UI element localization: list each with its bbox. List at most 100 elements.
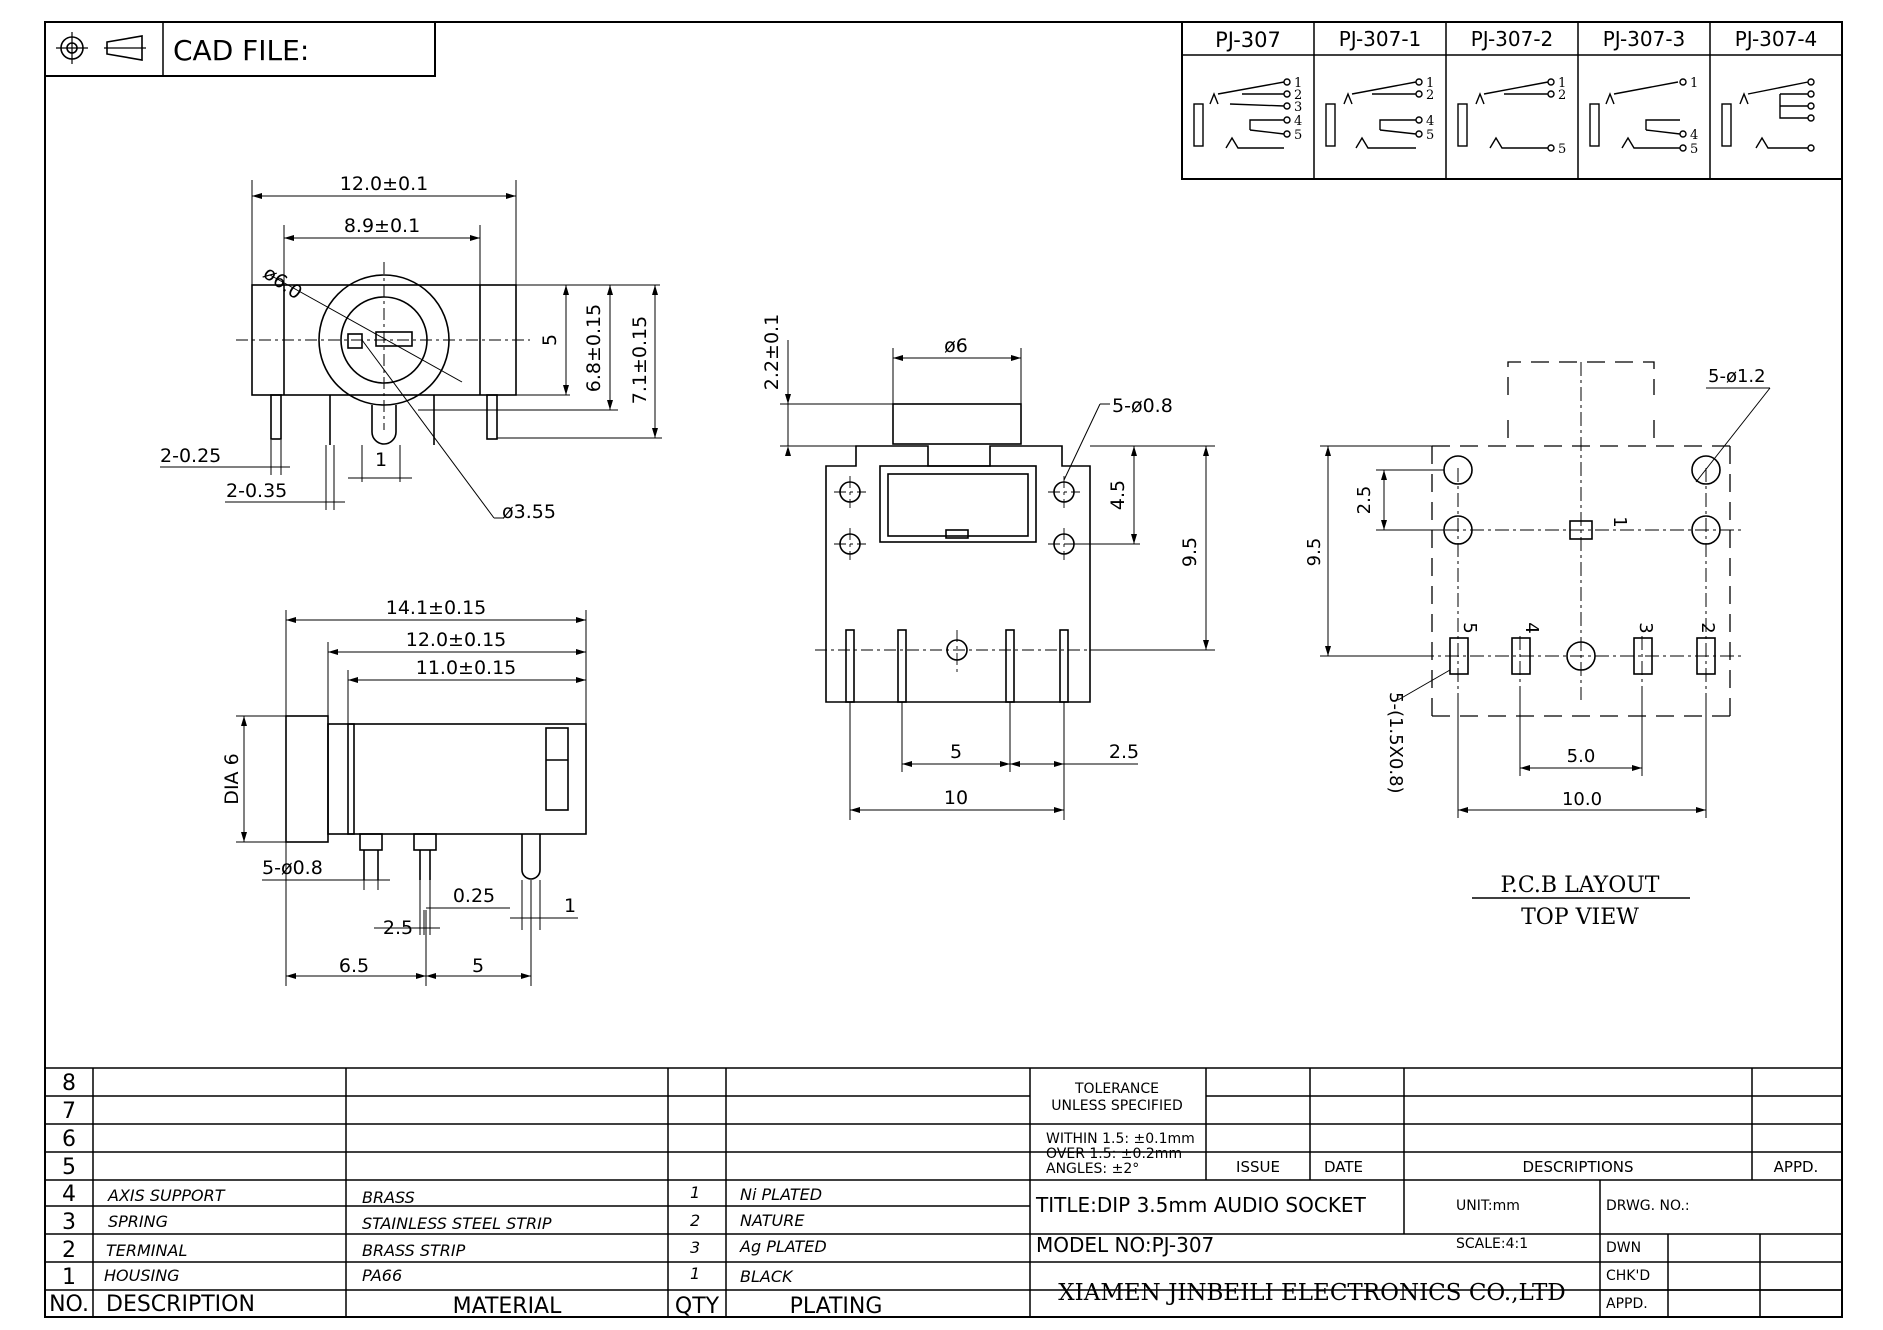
bom-material: STAINLESS STEEL STRIP: [362, 1214, 552, 1233]
pin-label: 5: [1426, 128, 1434, 143]
tolerance-subtitle: UNLESS SPECIFIED: [1051, 1098, 1182, 1114]
dim-pcb-2-5: 2.5: [1354, 486, 1375, 515]
pin-label: 2: [1426, 88, 1434, 103]
dim-2-5: 2.5: [383, 917, 413, 939]
dim-diameter-inner: ø3.55: [502, 501, 556, 523]
dim-height-7-1: 7.1±0.15: [629, 316, 651, 404]
bom-description: HOUSING: [104, 1266, 180, 1285]
tolerance-angles: ANGLES: ±2°: [1046, 1161, 1139, 1177]
date-header: DATE: [1324, 1158, 1363, 1176]
schematic-pj-307-3: [1589, 78, 1687, 152]
variant-header: PJ-307: [1215, 28, 1281, 52]
row-number: 2: [62, 1238, 76, 1263]
variant-header: PJ-307-4: [1735, 27, 1818, 51]
dim-pcb-slots: 5-(1.5X0.8): [1385, 692, 1406, 794]
bom-qty: 3: [690, 1238, 700, 1257]
bom-qty: 1: [690, 1264, 700, 1283]
dim-length-12-0: 12.0±0.15: [406, 629, 507, 651]
dim-pin-w-2: 2-0.35: [226, 480, 287, 502]
bom-plating: NATURE: [740, 1211, 805, 1230]
bom-description: TERMINAL: [106, 1241, 187, 1260]
variant-header: PJ-307-3: [1603, 27, 1686, 51]
dwn-label: DWN: [1606, 1240, 1641, 1256]
bom-description: SPRING: [108, 1212, 168, 1231]
front-view: 12.0±0.1 8.9±0.1 ø6.0 5 6.8±0.15 7.1±0.1…: [160, 173, 662, 523]
chkd-label: CHK'D: [1606, 1268, 1650, 1284]
row-number: 5: [62, 1155, 76, 1180]
dim-pcb-5-0: 5.0: [1567, 746, 1596, 767]
dim-5: 5: [950, 741, 962, 763]
variant-table: PJ-307 PJ-307-1 PJ-307-2 PJ-307-3 PJ-307…: [1181, 21, 1843, 180]
dim-0-25: 0.25: [453, 885, 495, 907]
dim-length-11-0: 11.0±0.15: [416, 657, 517, 679]
cad-file-box: CAD FILE:: [44, 21, 436, 77]
header-description: DESCRIPTION: [106, 1292, 255, 1317]
bom-material: BRASS STRIP: [362, 1241, 466, 1260]
appd-rev-header: APPD.: [1774, 1158, 1819, 1176]
row-number: 7: [62, 1099, 76, 1124]
side-view: 14.1±0.15 12.0±0.15 11.0±0.15 DIA 6 5-ø0…: [221, 597, 587, 986]
dim-pcb-holes: 5-ø1.2: [1708, 366, 1766, 387]
dim-2-2: 2.2±0.1: [761, 314, 783, 390]
cad-file-label: CAD FILE:: [173, 34, 309, 67]
schematic-pj-307-2: [1457, 78, 1555, 152]
pin-label: 1: [1426, 76, 1434, 91]
pin-label: 1: [1294, 76, 1302, 91]
dim-dia-6: DIA 6: [221, 753, 243, 804]
pin-label: 4: [1690, 128, 1698, 143]
pcb-pin-label: 2: [1697, 622, 1718, 633]
variant-header: PJ-307-1: [1339, 27, 1422, 51]
company-name: XIAMEN JINBEILI ELECTRONICS CO.,LTD: [1058, 1280, 1565, 1306]
tolerance-within: WITHIN 1.5: ±0.1mm: [1046, 1131, 1195, 1147]
appd-label: APPD.: [1606, 1296, 1648, 1312]
unit-label: UNIT:mm: [1456, 1198, 1520, 1214]
bom-table: 8 7 6 5 4 AXIS SUPPORT BRASS 1 Ni PLATED…: [45, 1067, 1842, 1319]
bom-qty: 2: [690, 1211, 700, 1230]
dim-5: 5: [472, 955, 484, 977]
dim-height-6-8: 6.8±0.15: [583, 304, 605, 392]
drawing-number-label: DRWG. NO.:: [1606, 1198, 1690, 1214]
bom-qty: 1: [690, 1183, 700, 1202]
schematic-pj-307-1: [1325, 78, 1423, 149]
dim-width-overall: 12.0±0.1: [340, 173, 428, 195]
sheet-border: [44, 21, 1843, 1318]
dim-2-5: 2.5: [1109, 741, 1139, 763]
variant-header: PJ-307-2: [1471, 27, 1554, 51]
scale-label: SCALE:4:1: [1456, 1236, 1528, 1252]
dim-pitch-1: 1: [375, 449, 387, 471]
dim-holes: 5-ø0.8: [1112, 395, 1173, 417]
pcb-pin-label: 1: [1609, 516, 1630, 527]
schematic-pj-307: [1193, 78, 1291, 149]
tolerance-title: TOLERANCE: [1074, 1081, 1159, 1097]
bom-plating: Ni PLATED: [740, 1185, 822, 1204]
bom-description: AXIS SUPPORT: [107, 1186, 226, 1205]
header-material: MATERIAL: [453, 1294, 562, 1319]
pin-label: 4: [1294, 114, 1302, 129]
dim-6-5: 6.5: [339, 955, 369, 977]
projection-symbol-icon: [56, 32, 146, 64]
row-number: 8: [62, 1071, 76, 1096]
pin-label: 5: [1558, 142, 1566, 157]
pin-label: 1: [1558, 76, 1566, 91]
schematic-pj-307-4: [1721, 78, 1815, 152]
row-number: 6: [62, 1127, 76, 1152]
issue-header: ISSUE: [1236, 1158, 1280, 1176]
pcb-layout: 5-ø1.2 2.5 9.5 1 5 4 3 2 5-(1.5X0.8) 5.0…: [1304, 361, 1771, 930]
dim-width-inner: 8.9±0.1: [344, 215, 420, 237]
model-number: MODEL NO:PJ-307: [1036, 1233, 1214, 1257]
pin-label: 1: [1690, 76, 1698, 91]
header-no: NO.: [49, 1292, 89, 1317]
top-view: 2.2±0.1 ø6 5-ø0.8 4.5 9.5 5 2.5 10: [761, 314, 1215, 820]
dim-pcb-9-5: 9.5: [1304, 538, 1325, 567]
pcb-pin-label: 4: [1521, 622, 1542, 633]
pin-label: 5: [1690, 142, 1698, 157]
pcb-pin-label: 5: [1459, 622, 1480, 633]
dim-10: 10: [944, 787, 968, 809]
row-number: 1: [62, 1265, 76, 1290]
pin-label: 3: [1294, 100, 1302, 115]
dim-pin-dia: 5-ø0.8: [262, 857, 323, 879]
dim-height-5: 5: [539, 334, 561, 346]
dim-diameter-6: ø6: [944, 335, 968, 357]
row-number: 4: [62, 1182, 76, 1207]
